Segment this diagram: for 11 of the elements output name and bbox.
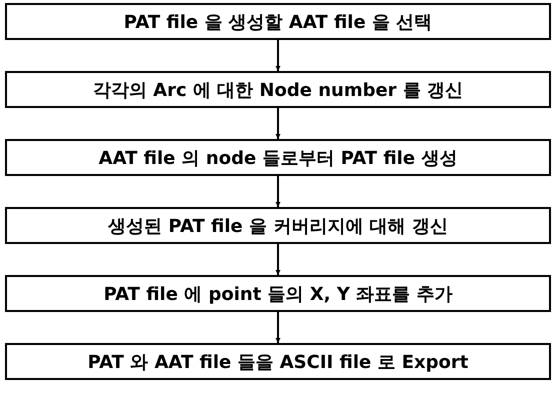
arrow xyxy=(276,176,280,207)
process-box: PAT file 을 생성할 AAT file 을 선택 xyxy=(5,3,551,40)
process-box: PAT file 에 point 들의 X, Y 좌표를 추가 xyxy=(5,275,551,312)
process-box: AAT file 의 node 들로부터 PAT file 생성 xyxy=(5,139,551,176)
arrow xyxy=(276,108,280,139)
arrow xyxy=(276,40,280,71)
arrow xyxy=(276,312,280,343)
process-box: 생성된 PAT file 을 커버리지에 대해 갱신 xyxy=(5,207,551,244)
arrow xyxy=(276,244,280,275)
process-box: 각각의 Arc 에 대한 Node number 를 갱신 xyxy=(5,71,551,108)
process-box: PAT 와 AAT file 들을 ASCII file 로 Export xyxy=(5,343,551,380)
